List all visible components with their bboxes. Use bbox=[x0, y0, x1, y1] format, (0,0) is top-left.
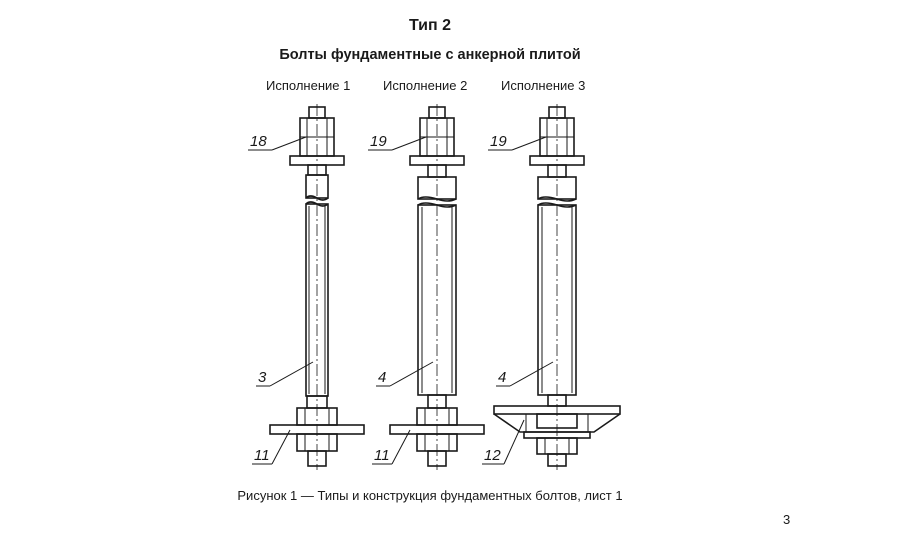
page-number: 3 bbox=[783, 512, 791, 527]
variant-3-label: Исполнение 3 bbox=[501, 78, 586, 93]
bolt-variant-3: 19 4 12 bbox=[482, 104, 621, 470]
bolt-variant-2: 19 4 11 bbox=[368, 104, 485, 470]
callout-rod-2: 4 bbox=[378, 369, 386, 386]
callout-plate-1: 11 bbox=[254, 447, 270, 464]
section-type-title: Тип 2 bbox=[408, 17, 451, 34]
lower-nut bbox=[536, 413, 578, 429]
callout-nut-2: 19 bbox=[370, 133, 387, 150]
callout-nut-3: 19 bbox=[490, 133, 507, 150]
figure-caption: Рисунок 1 — Типы и конструкция фундамент… bbox=[237, 488, 623, 503]
callout-plate-2: 11 bbox=[374, 447, 390, 464]
callout-rod-3: 4 bbox=[498, 369, 506, 386]
variant-2-label: Исполнение 2 bbox=[383, 78, 468, 93]
callout-rod-1: 3 bbox=[258, 369, 267, 386]
bolt-variant-1: 18 3 11 bbox=[248, 104, 365, 470]
variant-1-label: Исполнение 1 bbox=[266, 78, 351, 93]
section-subtitle: Болты фундаментные с анкерной плитой bbox=[279, 47, 581, 63]
top-nut bbox=[299, 106, 335, 157]
callout-plate-3: 12 bbox=[484, 447, 501, 464]
callout-nut-1: 18 bbox=[250, 133, 267, 150]
